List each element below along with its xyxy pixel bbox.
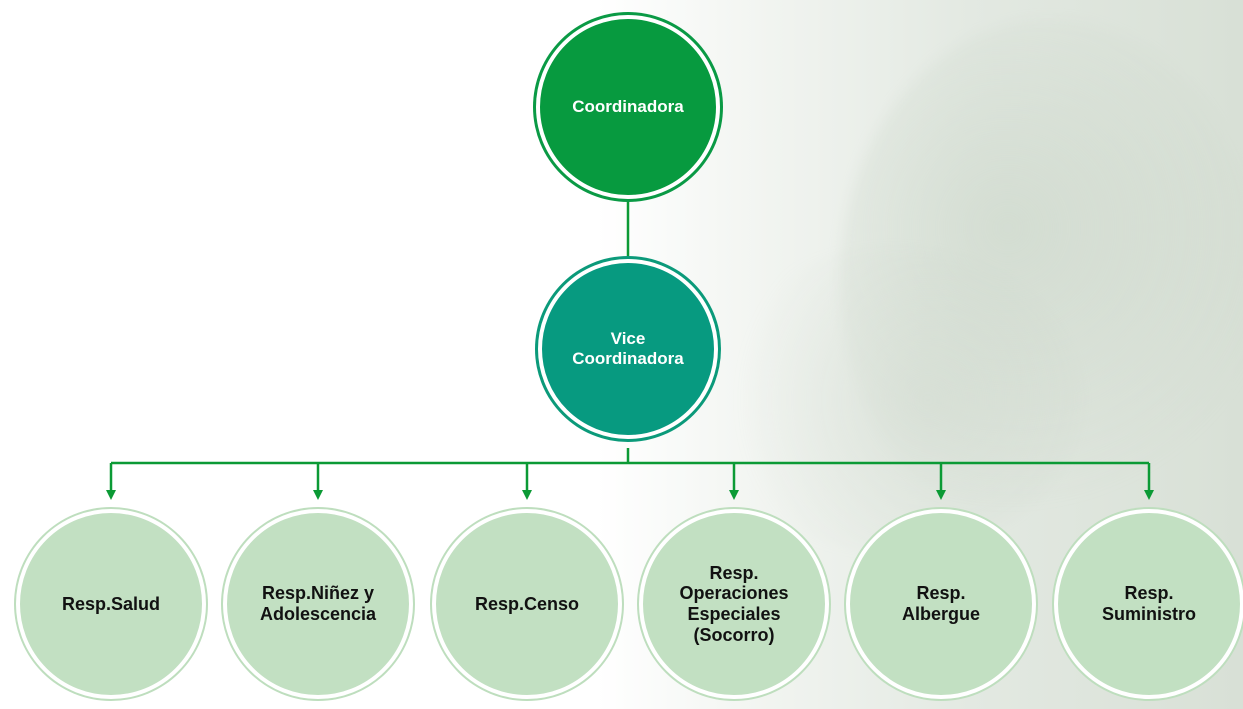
- child-label: Resp.Salud: [61, 593, 161, 614]
- child-label: Resp.Censo: [474, 593, 580, 614]
- child-node-resp-albergue: Resp. Albergue: [846, 509, 1036, 699]
- child-node-resp-ninez: Resp.Niñez y Adolescencia: [223, 509, 413, 699]
- background-photo-shape: [700, 250, 1080, 550]
- child-label: Resp.Niñez y Adolescencia: [259, 583, 377, 624]
- coordinator-node: Coordinadora: [536, 15, 720, 199]
- child-node-resp-suministro: Resp. Suministro: [1054, 509, 1243, 699]
- child-label: Resp. Operaciones Especiales (Socorro): [679, 562, 789, 645]
- child-node-resp-salud: Resp.Salud: [16, 509, 206, 699]
- child-node-resp-operaciones: Resp. Operaciones Especiales (Socorro): [639, 509, 829, 699]
- child-label: Resp. Albergue: [901, 583, 980, 624]
- vice-coordinator-label: Vice Coordinadora: [572, 329, 684, 368]
- vice-coordinator-node: Vice Coordinadora: [538, 259, 718, 439]
- child-label: Resp. Suministro: [1101, 583, 1196, 624]
- coordinator-label: Coordinadora: [572, 97, 684, 117]
- background-photo-shape: [840, 20, 1243, 540]
- child-node-resp-censo: Resp.Censo: [432, 509, 622, 699]
